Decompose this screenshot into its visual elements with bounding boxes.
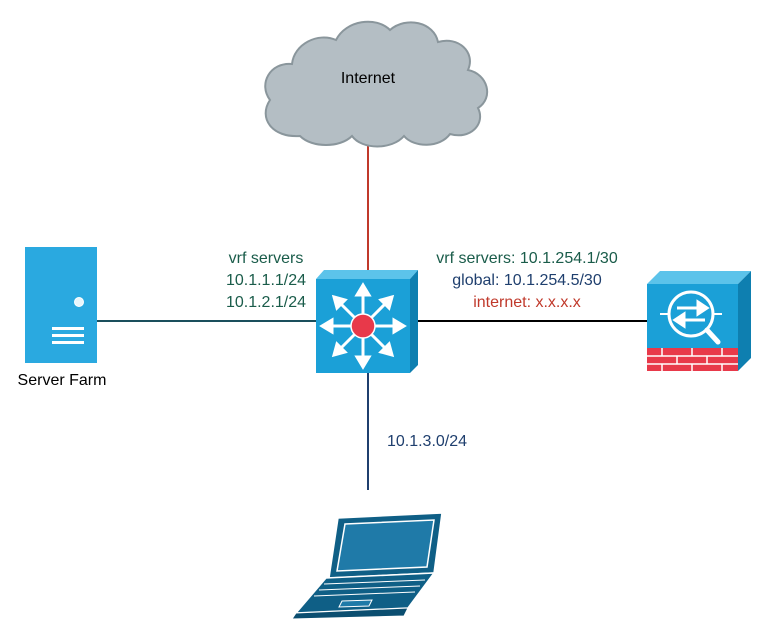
server-link-subnet2-label: 10.1.2.1/24 [226,294,306,311]
laptop-icon [291,512,443,620]
internet-label: Internet [341,70,396,87]
firewall-link-internet-label: internet: x.x.x.x [473,294,581,311]
server-farm-label: Server Farm [18,372,107,389]
firewall-link-vrf-label: vrf servers: 10.1.254.1/30 [436,250,618,267]
firewall-link-global-label: global: 10.1.254.5/30 [452,272,602,289]
laptop-link-subnet-label: 10.1.3.0/24 [387,433,467,450]
server-icon [25,247,97,363]
server-link-subnet1-label: 10.1.1.1/24 [226,272,306,289]
internet-cloud-icon [264,20,488,148]
firewall-icon [647,271,751,371]
layer3-switch-icon [316,270,418,373]
server-link-vrf-label: vrf servers [229,250,304,267]
